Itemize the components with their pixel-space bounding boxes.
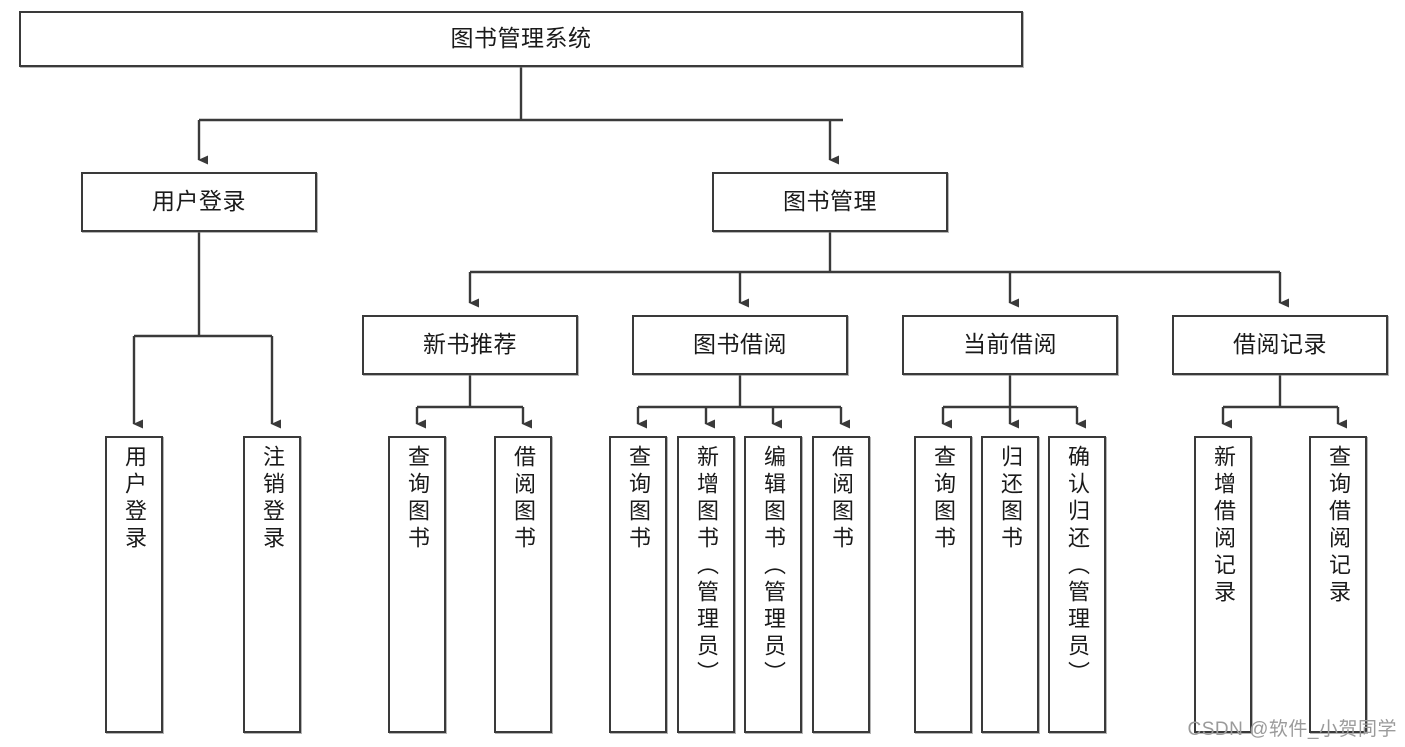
leaf-user-login[interactable]: 用户登录 [105,436,163,733]
node-label: 查询图书 [626,445,651,553]
node-book-management[interactable]: 图书管理 [712,172,948,232]
leaf-query-borrow-record[interactable]: 查询借阅记录 [1309,436,1367,733]
leaf-return-book[interactable]: 归还图书 [981,436,1039,733]
leaf-borrow-book[interactable]: 借阅图书 [812,436,870,733]
node-label: 图书借阅 [693,331,787,358]
node-label: 借阅图书 [511,445,536,553]
node-label: 当前借阅 [963,331,1057,358]
leaf-edit-book-admin[interactable]: 编辑图书（管理员） [744,436,802,733]
leaf-query-book-borrow[interactable]: 查询图书 [609,436,667,733]
node-borrow-record[interactable]: 借阅记录 [1172,315,1388,375]
node-label: 借阅记录 [1233,331,1327,358]
leaf-add-book-admin[interactable]: 新增图书（管理员） [677,436,735,733]
leaf-confirm-return-admin[interactable]: 确认归还（管理员） [1048,436,1106,733]
node-label: 新书推荐 [423,331,517,358]
node-label: 用户登录 [152,188,246,215]
node-label: 编辑图书（管理员） [761,445,786,688]
node-label: 新增图书（管理员） [694,445,719,688]
watermark-text: CSDN @软件_小贺同学 [1187,719,1397,740]
node-new-book-recommend[interactable]: 新书推荐 [362,315,578,375]
node-label: 图书管理系统 [450,25,592,52]
node-label: 注销登录 [260,445,285,553]
node-label: 图书管理 [783,188,877,215]
node-label: 归还图书 [998,445,1023,553]
node-label: 查询图书 [931,445,956,553]
leaf-query-book-current[interactable]: 查询图书 [914,436,972,733]
leaf-borrow-book-recommend[interactable]: 借阅图书 [494,436,552,733]
leaf-add-borrow-record[interactable]: 新增借阅记录 [1194,436,1252,733]
node-label: 借阅图书 [829,445,854,553]
node-label: 用户登录 [122,445,147,553]
node-label: 确认归还（管理员） [1065,445,1090,688]
node-label: 查询借阅记录 [1326,445,1351,607]
node-current-borrow[interactable]: 当前借阅 [902,315,1118,375]
node-label: 查询图书 [405,445,430,553]
node-label: 新增借阅记录 [1211,445,1236,607]
node-user-login[interactable]: 用户登录 [81,172,317,232]
node-book-borrow[interactable]: 图书借阅 [632,315,848,375]
node-root-system[interactable]: 图书管理系统 [19,11,1023,67]
leaf-user-logout[interactable]: 注销登录 [243,436,301,733]
leaf-query-book-recommend[interactable]: 查询图书 [388,436,446,733]
